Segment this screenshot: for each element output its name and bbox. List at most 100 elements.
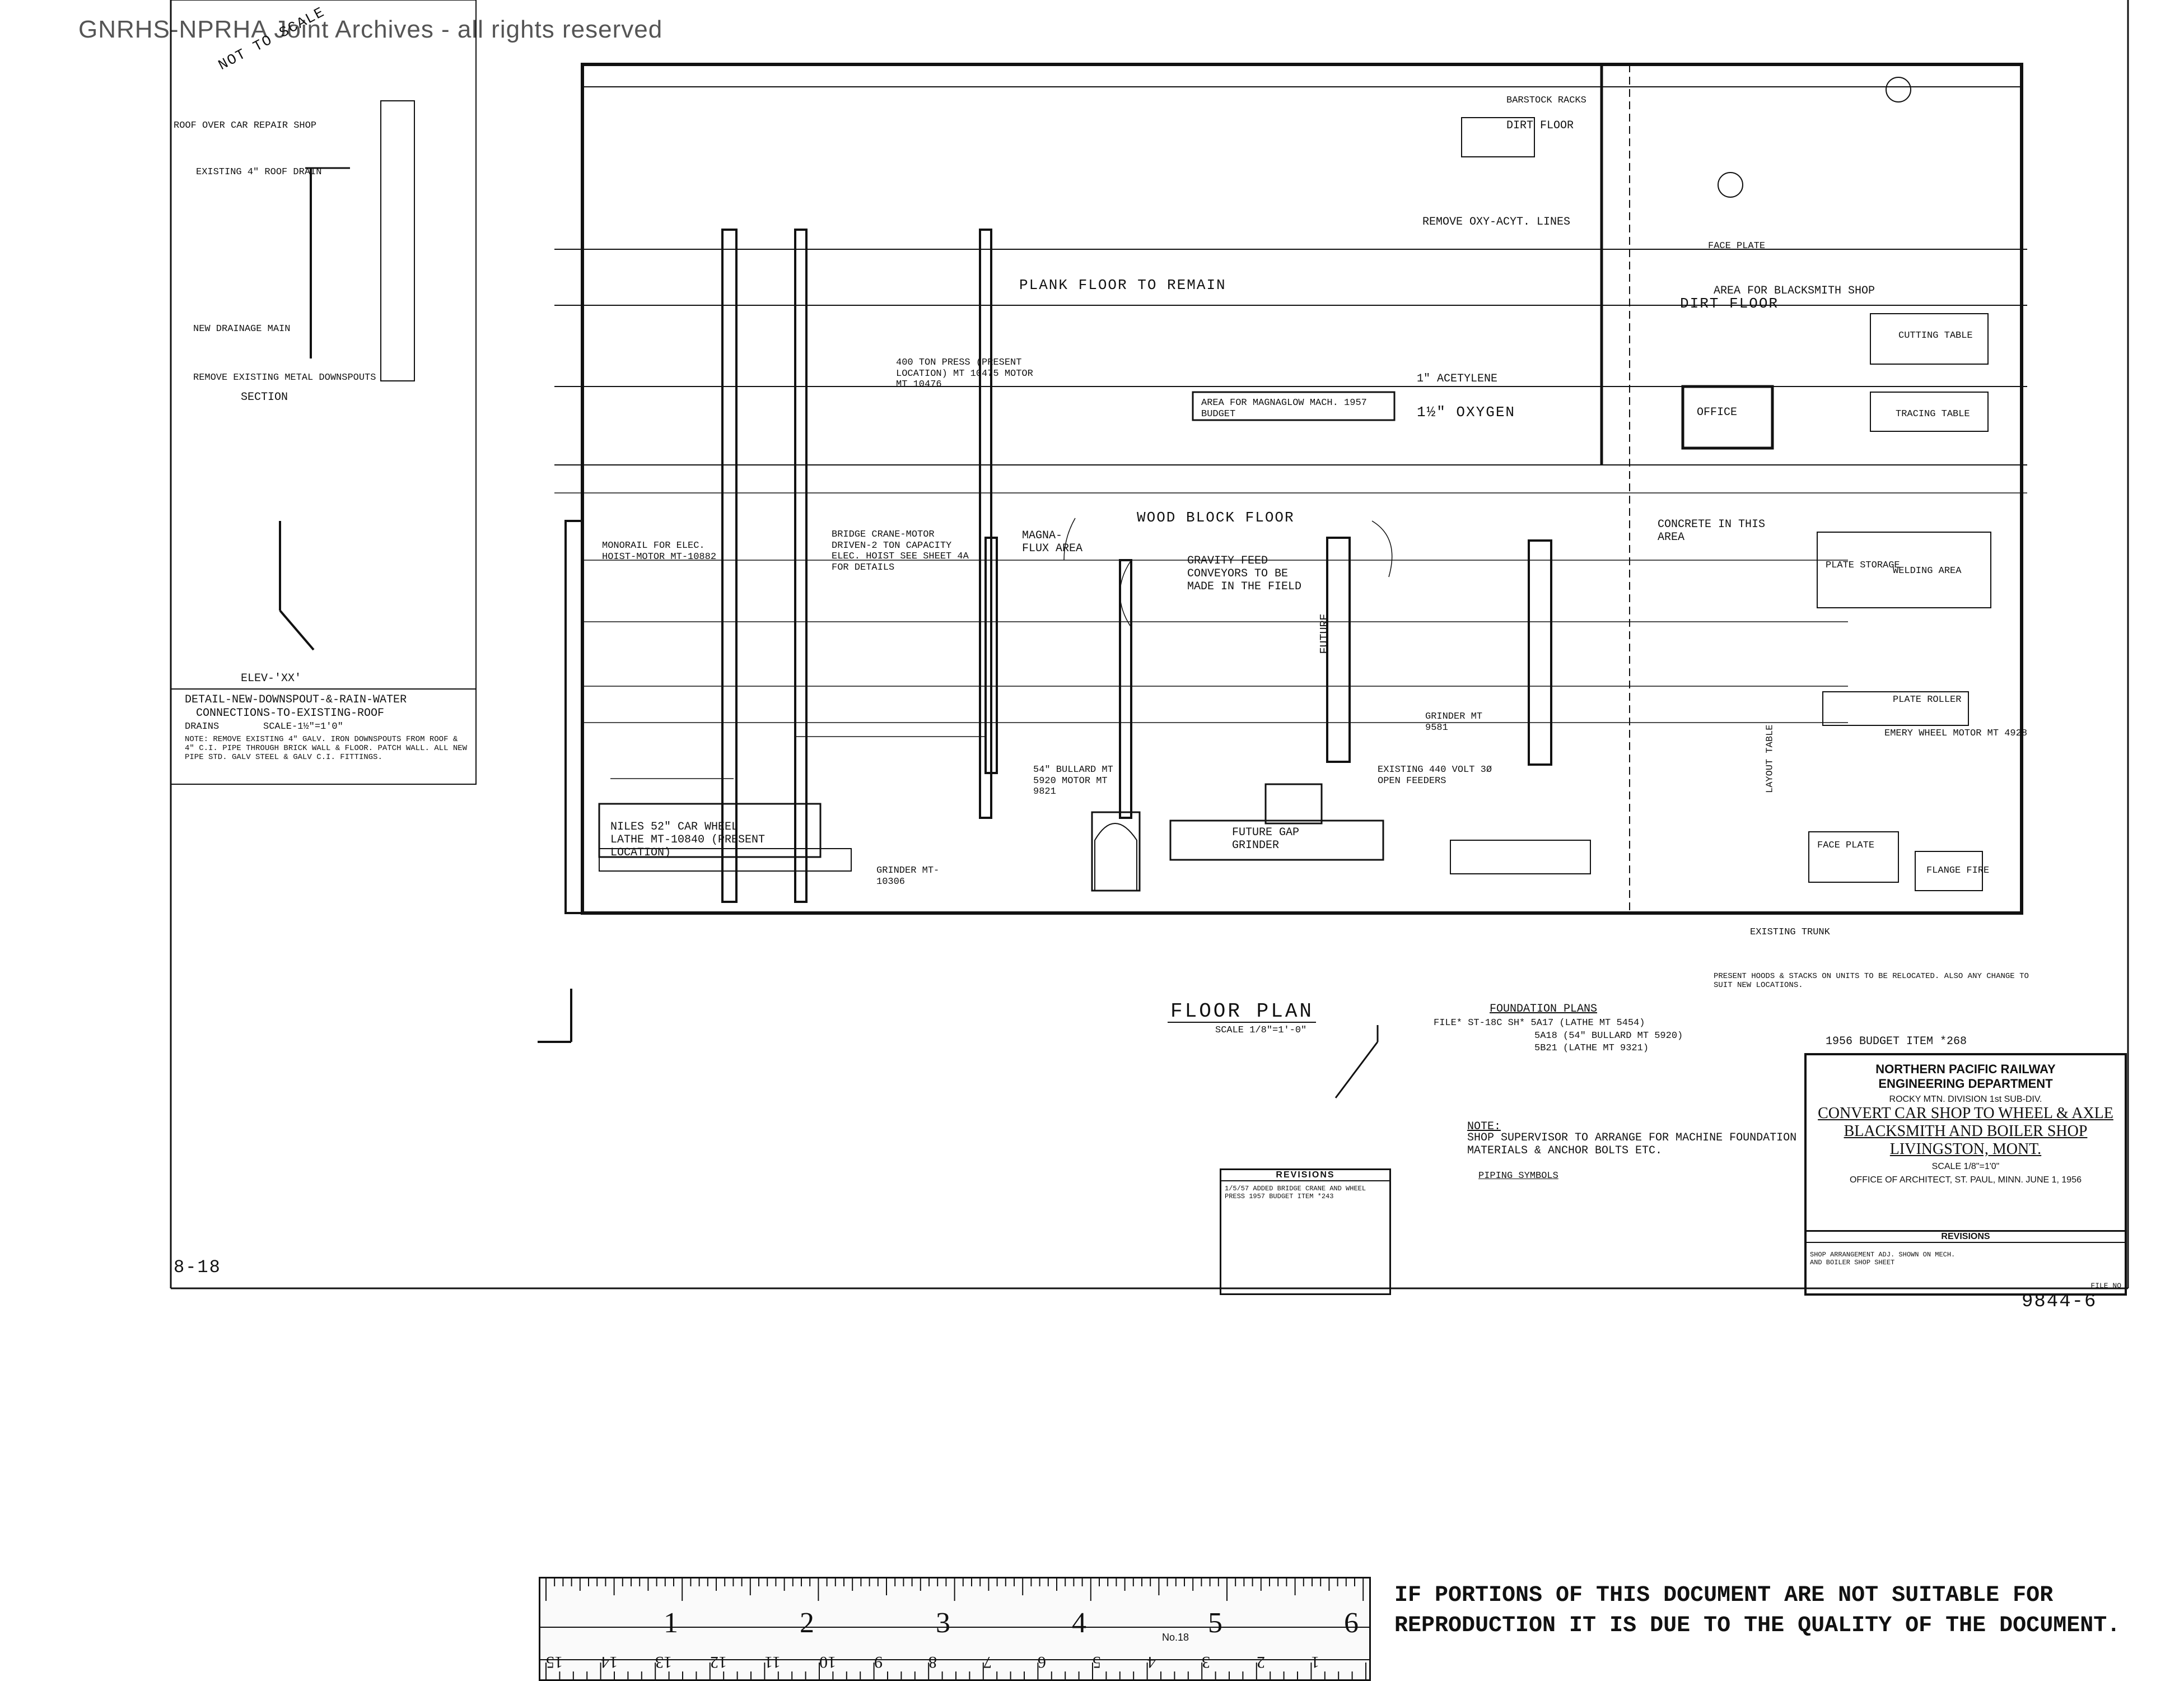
dirt-floor-label-2: DIRT FLOOR bbox=[1506, 119, 1574, 132]
detail-note: NOTE: REMOVE EXISTING 4" GALV. IRON DOWN… bbox=[185, 735, 468, 762]
sheet-id: 8-18 bbox=[174, 1257, 221, 1278]
oxygen-label: 1½" OXYGEN bbox=[1417, 404, 1516, 421]
floor-plan-scale: SCALE 1/8"=1'-0" bbox=[1215, 1025, 1307, 1036]
note-text: SHOP SUPERVISOR TO ARRANGE FOR MACHINE F… bbox=[1467, 1131, 1797, 1157]
monorail-label: MONORAIL FOR ELEC. HOIST-MOTOR MT-10882 bbox=[602, 541, 717, 562]
foundation-line-3: 5B21 (LATHE MT 9321) bbox=[1534, 1043, 1649, 1054]
piping-symbols-label: PIPING SYMBOLS bbox=[1478, 1171, 1558, 1181]
tracing-table-label: TRACING TABLE bbox=[1896, 409, 1970, 420]
acetylene-label: 1" ACETYLENE bbox=[1417, 372, 1498, 385]
wood-block-floor-label: WOOD BLOCK FLOOR bbox=[1137, 509, 1295, 526]
grinder-label: GRINDER MT-10306 bbox=[876, 865, 940, 887]
ruler-cm-number: 2 bbox=[1256, 1653, 1265, 1671]
ruler-number: 3 bbox=[936, 1607, 950, 1639]
existing-trunk-label: EXISTING TRUNK bbox=[1750, 927, 1830, 938]
ruler-number: 4 bbox=[1072, 1607, 1086, 1639]
foundation-plans-title: FOUNDATION PLANS bbox=[1490, 1003, 1598, 1016]
title-revisions-label: REVISIONS bbox=[1807, 1232, 2125, 1243]
title-block: NORTHERN PACIFIC RAILWAY ENGINEERING DEP… bbox=[1804, 1053, 2127, 1296]
ruler-center-band bbox=[540, 1627, 1369, 1660]
future-label: FUTURE bbox=[1318, 613, 1332, 654]
remove-downspouts-label: REMOVE EXISTING METAL DOWNSPOUTS bbox=[193, 372, 376, 383]
concrete-label: CONCRETE IN THIS AREA bbox=[1658, 518, 1766, 544]
foundation-line-1: FILE* ST-18C SH* 5A17 (LATHE MT 5454) bbox=[1434, 1018, 1645, 1028]
quality-notice: IF PORTIONS OF THIS DOCUMENT ARE NOT SUI… bbox=[1394, 1583, 2121, 1638]
ruler-number: 5 bbox=[1208, 1607, 1222, 1639]
foundation-line-2: 5A18 (54" BULLARD MT 5920) bbox=[1534, 1031, 1683, 1041]
title-line-1: CONVERT CAR SHOP TO WHEEL & AXLE bbox=[1818, 1105, 2113, 1122]
archive-watermark: GNRHS-NPRHA Joint Archives - all rights … bbox=[78, 16, 663, 43]
welding-area-label: WELDING AREA bbox=[1893, 566, 1962, 576]
title-line-2: BLACKSMITH AND BOILER SHOP bbox=[1844, 1123, 2088, 1140]
blacksmith-area-label: AREA FOR BLACKSMITH SHOP bbox=[1714, 285, 1875, 297]
gap-grinder-label: FUTURE GAP GRINDER bbox=[1232, 826, 1300, 852]
barstock-racks-label: BARSTOCK RACKS bbox=[1506, 95, 1586, 106]
plate-roller-label: PLATE ROLLER bbox=[1893, 695, 1962, 705]
title-revisions-box: REVISIONS SHOP ARRANGEMENT ADJ. SHOWN ON… bbox=[1807, 1230, 2125, 1293]
revisions-table-title: REVISIONS bbox=[1221, 1170, 1389, 1181]
bridge-crane-label: BRIDGE CRANE-MOTOR DRIVEN-2 TON CAPACITY… bbox=[832, 529, 969, 573]
ruler-cm-number: 3 bbox=[1202, 1653, 1211, 1671]
ruler-cm-number: 15 bbox=[546, 1653, 563, 1671]
roof-over-repair-shop-label: ROOF OVER CAR REPAIR SHOP bbox=[174, 120, 317, 131]
magnaglow-label: AREA FOR MAGNAGLOW MACH. 1957 BUDGET bbox=[1201, 398, 1367, 420]
ruler-number: 1 bbox=[664, 1607, 678, 1639]
detail-title-line1: DETAIL-NEW-DOWNSPOUT-&-RAIN-WATER bbox=[185, 693, 407, 706]
ruler-cm-number: 4 bbox=[1147, 1653, 1156, 1671]
ruler-cm-number: 7 bbox=[983, 1653, 992, 1671]
bullard-label: 54" BULLARD MT 5920 MOTOR MT 9821 bbox=[1033, 765, 1113, 798]
remove-oxy-acyt-label: REMOVE OXY-ACYT. LINES bbox=[1422, 216, 1571, 229]
ruler-cm-number: 13 bbox=[655, 1653, 673, 1671]
ruler-model-label: No.18 bbox=[1162, 1632, 1189, 1643]
division-label: ROCKY MTN. DIVISION 1st SUB-DIV. bbox=[1889, 1095, 2042, 1104]
revisions-table: REVISIONS 1/5/57 ADDED BRIDGE CRANE AND … bbox=[1220, 1168, 1391, 1295]
layout-table-label: LAYOUT TABLE bbox=[1765, 724, 1776, 793]
cutting-table-label: CUTTING TABLE bbox=[1898, 330, 1973, 341]
existing-440-label: EXISTING 440 VOLT 3Ø OPEN FEEDERS bbox=[1378, 765, 1492, 786]
ruler-cm-number: 6 bbox=[1038, 1653, 1047, 1671]
company-name: NORTHERN PACIFIC RAILWAY bbox=[1875, 1062, 2056, 1076]
office-label: OFFICE bbox=[1697, 406, 1738, 419]
department-name: ENGINEERING DEPARTMENT bbox=[1878, 1077, 2053, 1091]
new-drainage-main-label: NEW DRAINAGE MAIN bbox=[193, 324, 291, 334]
emery-wheel-label: EMERY WHEEL MOTOR MT 4928 bbox=[1884, 728, 2028, 739]
ruler-cm-number: 11 bbox=[764, 1653, 781, 1671]
magnaflux-label: MAGNA-FLUX AREA bbox=[1022, 529, 1083, 555]
note-title: NOTE: bbox=[1467, 1120, 1501, 1133]
ruler-number: 6 bbox=[1344, 1607, 1359, 1639]
ruler-cm-number: 12 bbox=[710, 1653, 727, 1671]
section-label: SECTION bbox=[241, 391, 288, 404]
ruler-number: 2 bbox=[800, 1607, 814, 1639]
press-400-label: 400 TON PRESS (PRESENT LOCATION) MT 1047… bbox=[896, 357, 1033, 390]
detail-title-line2: CONNECTIONS-TO-EXISTING-ROOF bbox=[196, 707, 385, 720]
face-plate-2-label: FACE PLATE bbox=[1817, 840, 1875, 851]
elev-xx-label: ELEV-'XX' bbox=[241, 672, 302, 685]
grinder-2-label: GRINDER MT 9581 bbox=[1425, 711, 1483, 733]
detail-title-line3: DRAINS bbox=[185, 721, 220, 732]
title-revision-entry: SHOP ARRANGEMENT ADJ. SHOWN ON MECH. AND… bbox=[1810, 1251, 1956, 1266]
scale-label: SCALE 1/8"=1'0" bbox=[1931, 1162, 2000, 1171]
face-plate-label: FACE PLATE bbox=[1708, 241, 1766, 252]
office-label-tb: OFFICE OF ARCHITECT, ST. PAUL, MINN. JUN… bbox=[1849, 1175, 2082, 1185]
existing-roof-drain-label: EXISTING 4" ROOF DRAIN bbox=[196, 167, 322, 178]
ruler-cm-number: 9 bbox=[874, 1653, 883, 1671]
ruler-cm-number: 8 bbox=[928, 1653, 937, 1671]
flange-fire-label: FLANGE FIRE bbox=[1926, 865, 1990, 876]
file-number-label: FILE NO bbox=[2090, 1282, 2121, 1290]
ruler-cm-number: 5 bbox=[1093, 1653, 1101, 1671]
gravity-feed-label: GRAVITY FEED CONVEYORS TO BE MADE IN THE… bbox=[1187, 555, 1302, 593]
ruler-ticks bbox=[545, 1578, 1366, 1679]
title-line-3: LIVINGSTON, MONT. bbox=[1889, 1140, 2042, 1158]
detail-scale-label: SCALE-1½"=1'0" bbox=[263, 721, 343, 732]
niles-lathe-label: NILES 52" CAR WHEEL LATHE MT-10840 (PRES… bbox=[610, 821, 766, 859]
bottom-note: PRESENT HOODS & STACKS ON UNITS TO BE RE… bbox=[1714, 972, 2029, 990]
ruler-cm-number: 10 bbox=[819, 1653, 836, 1671]
ruler-cm-number: 1 bbox=[1311, 1653, 1320, 1671]
dirt-floor-label: DIRT FLOOR bbox=[1680, 295, 1779, 312]
plank-floor-label: PLANK FLOOR TO REMAIN bbox=[1019, 277, 1226, 294]
revisions-table-entry: 1/5/57 ADDED BRIDGE CRANE AND WHEEL PRES… bbox=[1225, 1185, 1366, 1200]
plate-storage-label: PLATE STORAGE bbox=[1826, 560, 1900, 571]
ruler-cm-number: 14 bbox=[600, 1653, 618, 1671]
floor-plan-title: FLOOR PLAN bbox=[1170, 1000, 1314, 1023]
